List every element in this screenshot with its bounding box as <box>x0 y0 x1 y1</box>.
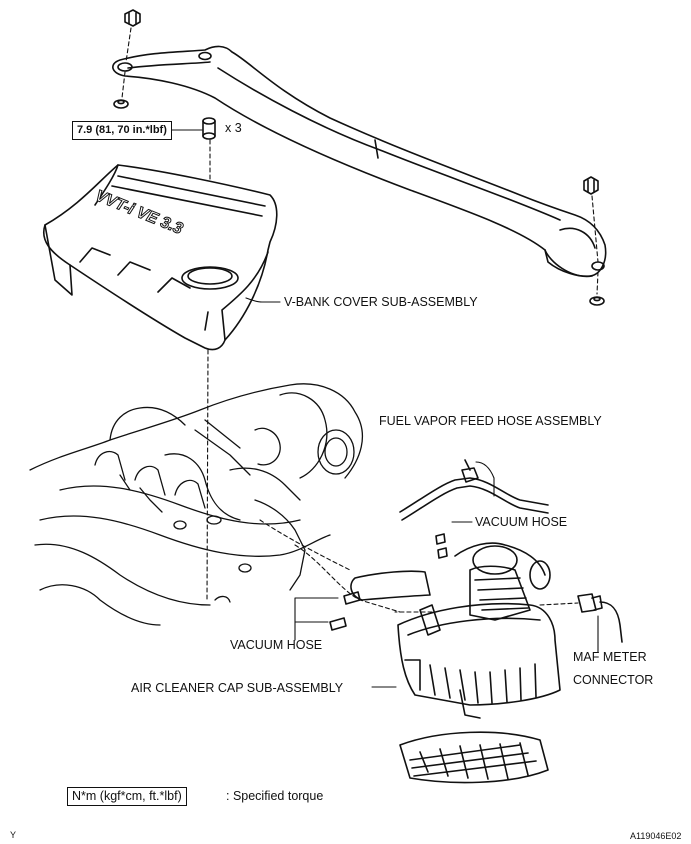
figure-id: A119046E02 <box>630 831 682 841</box>
label-maf-connector: CONNECTOR <box>573 673 654 687</box>
quantity-label: x 3 <box>225 121 242 135</box>
label-v-bank-cover: V-BANK COVER SUB-ASSEMBLY <box>284 295 478 309</box>
label-vacuum-hose-upper: VACUUM HOSE <box>475 515 568 529</box>
torque-spec-box: 7.9 (81, 70 in.*lbf) <box>72 121 172 140</box>
legend-unit-box: N*m (kgf*cm, ft.*lbf) <box>67 787 187 806</box>
label-vacuum-hose-lower: VACUUM HOSE <box>230 638 323 652</box>
grommet <box>202 117 216 140</box>
vacuum-hose-pieces <box>329 533 448 631</box>
cover-emblem-text: VVT-i VE 3.3 <box>93 187 185 237</box>
engine-block <box>29 383 364 626</box>
strut-brace <box>112 45 607 278</box>
footer-left-mark: Y <box>10 830 17 840</box>
fuel-vapor-feed-hose <box>399 459 549 521</box>
legend-description: : Specified torque <box>226 789 324 803</box>
air-filter-element <box>399 731 549 784</box>
label-fuel-vapor-feed-hose: FUEL VAPOR FEED HOSE ASSEMBLY <box>379 414 602 428</box>
label-maf-meter: MAF METER <box>573 650 647 664</box>
label-air-cleaner-cap: AIR CLEANER CAP SUB-ASSEMBLY <box>131 681 344 695</box>
brace-nuts <box>113 9 605 306</box>
air-intake-and-cleaner-cap <box>350 542 561 719</box>
maf-meter-connector <box>577 593 623 643</box>
v-bank-cover <box>43 164 278 351</box>
